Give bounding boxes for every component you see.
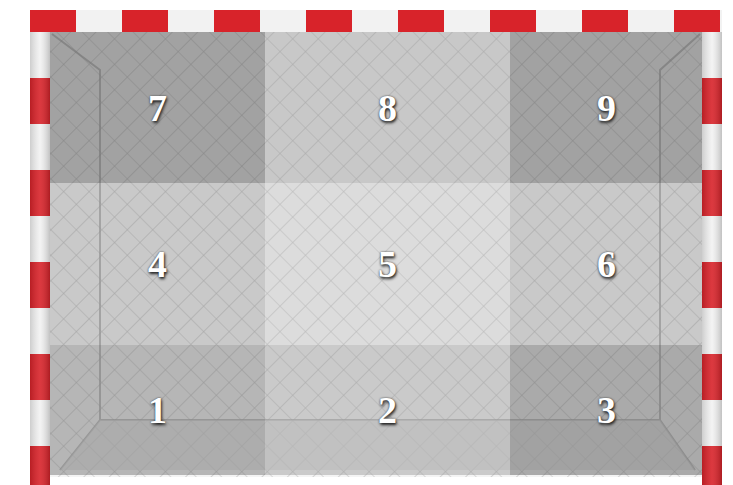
zone-number: 8 <box>378 89 397 127</box>
zone-number: 9 <box>597 89 616 127</box>
net-mesh <box>50 32 702 477</box>
goal-zone: 2 <box>265 345 510 475</box>
zone-number: 7 <box>148 89 167 127</box>
zone-number: 2 <box>378 391 397 429</box>
zone-number: 6 <box>597 245 616 283</box>
zone-number: 4 <box>148 245 167 283</box>
goal-zone: 7 <box>50 32 265 183</box>
goal-zone: 4 <box>50 183 265 345</box>
goal-zone: 6 <box>510 183 702 345</box>
zone-number: 5 <box>378 245 397 283</box>
crossbar <box>30 10 722 32</box>
goal-zone: 3 <box>510 345 702 475</box>
net-ground <box>50 32 702 477</box>
goal-zone: 9 <box>510 32 702 183</box>
right-post <box>702 32 722 485</box>
goal-zone: 8 <box>265 32 510 183</box>
zone-number: 3 <box>597 391 616 429</box>
left-post <box>30 32 50 485</box>
zone-number: 1 <box>148 391 167 429</box>
goal-zone: 5 <box>265 183 510 345</box>
goal-zone: 1 <box>50 345 265 475</box>
post-shade <box>30 32 50 485</box>
post-shade <box>702 32 722 485</box>
